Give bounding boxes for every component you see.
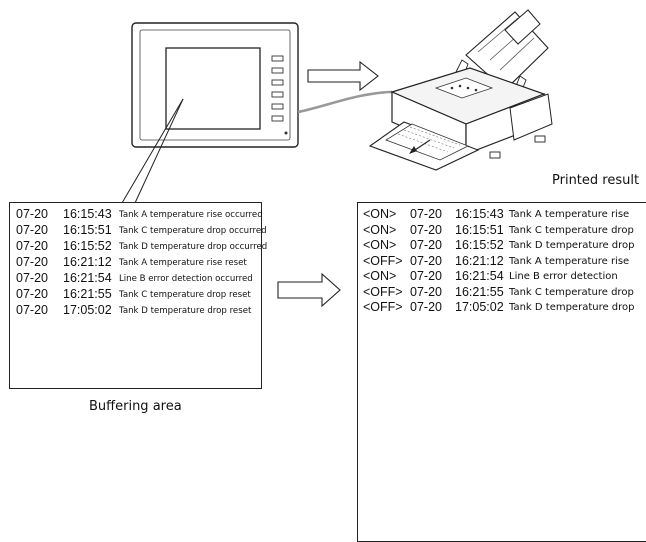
printer-icon <box>368 9 553 171</box>
buffer-row-date: 07-20 <box>16 255 48 269</box>
printed-row-status: <ON> <box>363 207 397 221</box>
printed-row-message: Tank A temperature rise <box>509 209 630 220</box>
printed-row-message: Line B error detection <box>509 271 618 282</box>
printed-row-date: 07-20 <box>410 207 442 221</box>
printed-row-status: <ON> <box>363 269 397 283</box>
display-to-printer-arrow <box>307 60 379 92</box>
touch-panel-display <box>131 22 299 148</box>
buffer-row: 07-20 16:15:43 Tank A temperature rise occ… <box>16 207 263 222</box>
printed-row-time: 17:05:02 <box>455 300 504 314</box>
printed-row-date: 07-20 <box>410 300 442 314</box>
buffer-row-time: 16:21:55 <box>63 287 112 301</box>
printed-row-status: <OFF> <box>363 284 403 299</box>
buffer-row-time: 16:15:52 <box>63 239 112 253</box>
buffer-row-message: Tank D temperature drop reset <box>119 306 252 316</box>
buffer-row-date: 07-20 <box>16 207 48 221</box>
buffer-row-message: Tank A temperature rise reset <box>119 258 247 268</box>
buffer-row-date: 07-20 <box>16 239 48 253</box>
printed-row: <ON> 07-20 16:15:51 Tank C temperature drop <box>363 223 646 238</box>
buffer-row: 07-20 16:21:55 Tank C temperature drop res… <box>16 287 261 302</box>
printed-row-date: 07-20 <box>410 269 442 283</box>
buffer-row-message: Tank D temperature drop occurred <box>119 242 268 252</box>
buffer-row-date: 07-20 <box>16 223 48 237</box>
printed-row-date: 07-20 <box>410 238 442 252</box>
buffer-row-message: Tank C temperature drop occurred <box>119 226 267 236</box>
buffer-callout-pointer <box>121 98 184 204</box>
printed-row: <OFF> 07-20 17:05:02 Tank D temperature dro… <box>363 300 646 315</box>
printed-row: <ON> 07-20 16:15:52 Tank D temperature drop <box>363 238 646 253</box>
printed-row-status: <OFF> <box>363 300 403 314</box>
buffer-row-time: 16:21:12 <box>63 255 112 269</box>
printed-row-status: <ON> <box>363 238 397 252</box>
buffer-row-time: 16:21:54 <box>63 271 112 285</box>
buffer-row: 07-20 16:15:51 Tank C temperature drop occ… <box>16 223 267 238</box>
printed-row: <OFF> 07-20 16:21:55 Tank C temperature dro… <box>363 285 646 300</box>
buffer-row-time: 17:05:02 <box>63 303 112 317</box>
printed-result-caption: Printed result <box>552 173 640 188</box>
buffer-row-message: Tank C temperature drop reset <box>119 290 251 300</box>
printed-row-time: 16:21:55 <box>455 284 504 299</box>
printed-row: <OFF> 07-20 16:21:12 Tank A temperature ris… <box>363 254 646 269</box>
printed-row-message: Tank D temperature drop <box>509 240 635 251</box>
printed-row-date: 07-20 <box>410 253 442 268</box>
printed-row-message: Tank C temperature drop <box>509 286 634 298</box>
printed-row-status: <ON> <box>363 222 397 237</box>
buffering-area-caption: Buffering area <box>89 399 182 414</box>
printer-cable <box>297 90 393 114</box>
printed-row-time: 16:15:52 <box>455 238 504 252</box>
buffer-row-date: 07-20 <box>16 303 48 317</box>
printed-row-message: Tank D temperature drop <box>509 302 635 313</box>
printed-row-message: Tank A temperature rise <box>509 255 630 267</box>
printed-row: <ON> 07-20 16:15:43 Tank A temperature rise <box>363 207 646 222</box>
buffer-row-date: 07-20 <box>16 287 48 301</box>
buffer-row: 07-20 16:21:54 Line B error detection occu… <box>16 271 261 286</box>
printed-row-message: Tank C temperature drop <box>509 224 634 236</box>
printed-row-time: 16:21:54 <box>455 269 504 283</box>
buffer-row: 07-20 16:21:12 Tank A temperature rise res… <box>16 255 261 270</box>
buffering-area-box: 07-20 16:15:43 Tank A temperature rise occ… <box>9 202 267 389</box>
printed-row-time: 16:15:51 <box>455 222 504 237</box>
buffer-row-message: Tank A temperature rise occurred <box>119 210 263 220</box>
buffer-row-message: Line B error detection occurred <box>119 274 253 284</box>
buffer-row-time: 16:15:43 <box>63 207 112 221</box>
buffer-row-date: 07-20 <box>16 271 48 285</box>
printed-row-time: 16:15:43 <box>455 207 504 221</box>
printed-row-date: 07-20 <box>410 222 442 237</box>
printed-row-status: <OFF> <box>363 253 403 268</box>
printed-row-time: 16:21:12 <box>455 253 504 268</box>
buffer-row: 07-20 17:05:02 Tank D temperature drop res… <box>16 303 261 318</box>
printed-row-date: 07-20 <box>410 284 442 299</box>
buffer-row-time: 16:15:51 <box>63 223 112 237</box>
buffer-row: 07-20 16:15:52 Tank D temperature drop occ… <box>16 239 267 254</box>
buffer-to-printed-arrow <box>277 272 341 308</box>
printed-row: <ON> 07-20 16:21:54 Line B error detection <box>363 269 646 284</box>
